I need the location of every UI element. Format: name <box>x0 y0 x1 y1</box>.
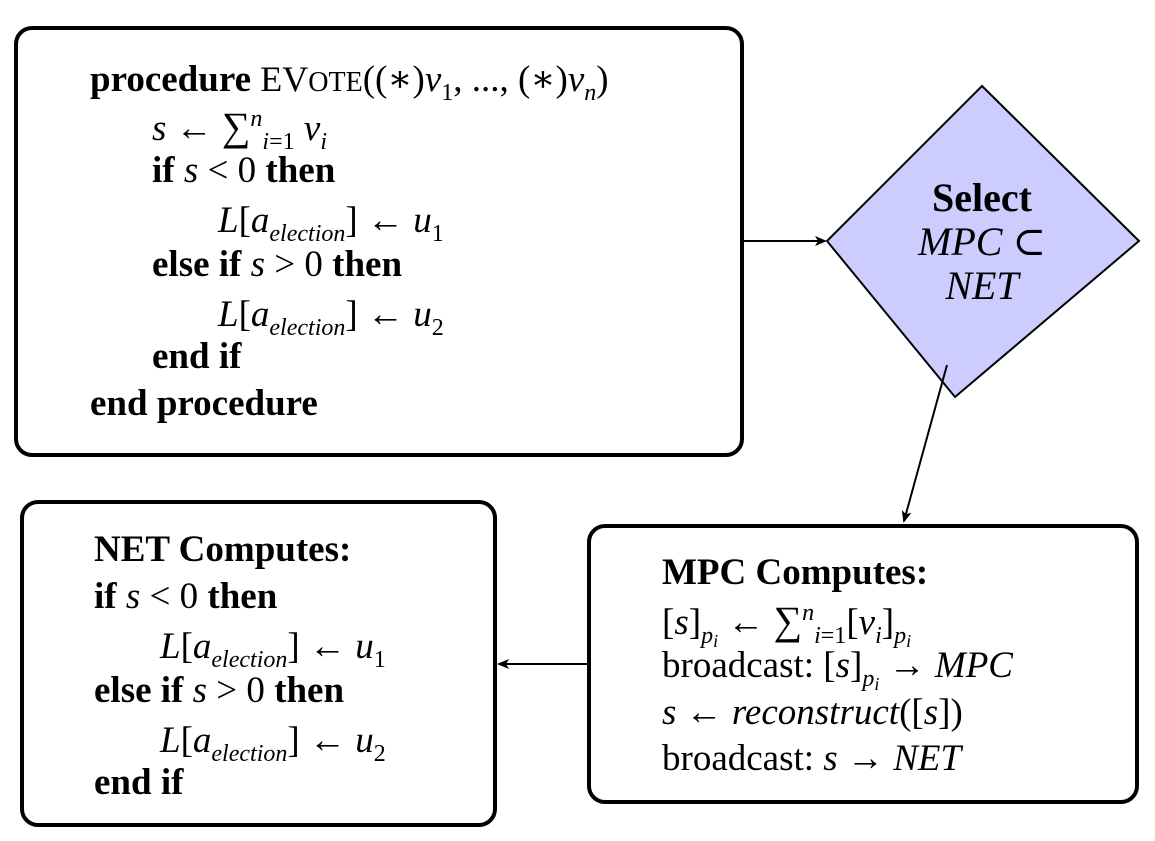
mpc-broadcast-label: broadcast: <box>662 645 815 686</box>
mpc-broadcast-share-line: broadcast: [s]pi → MPC <box>662 645 1013 694</box>
mpc-computes-box <box>587 524 1139 804</box>
procedure-name: EVOTE <box>260 59 363 99</box>
net-end-if: end if <box>94 762 184 803</box>
net-title: NET Computes: <box>94 529 352 570</box>
procedure-if-line: if s < 0 then <box>152 150 336 191</box>
select-label: Select MPC ⊂ NET <box>882 176 1082 308</box>
select-expr-line2: NET <box>945 263 1019 308</box>
mpc-broadcast-label-2: broadcast: <box>662 738 815 779</box>
mpc-reconstruct-line: s ← reconstruct([s]) <box>662 692 963 733</box>
net-elseif-line: else if s > 0 then <box>94 670 345 711</box>
procedure-assign-u2: L[aelection] ← u2 <box>218 294 444 341</box>
procedure-header: procedure EVOTE((∗)v1, ..., (∗)vn) <box>90 59 609 106</box>
select-expr-line1: MPC ⊂ <box>918 219 1046 264</box>
procedure-end-if: end if <box>152 336 242 377</box>
net-if-line: if s < 0 then <box>94 576 278 617</box>
procedure-elseif-line: else if s > 0 then <box>152 244 403 285</box>
net-assign-u2: L[aelection] ← u2 <box>160 720 386 767</box>
mpc-share-sum-line: [s]pi ← ∑ni=1[vi]pi <box>662 598 912 651</box>
net-assign-u1: L[aelection] ← u1 <box>160 626 386 673</box>
arrow-select-to-mpc <box>901 364 948 523</box>
procedure-assign-u1: L[aelection] ← u1 <box>218 200 444 247</box>
net-computes-box <box>20 500 497 827</box>
procedure-keyword: procedure <box>90 59 252 100</box>
procedure-sum-line: s ← ∑ni=1 vi <box>152 104 327 155</box>
mpc-title: MPC Computes: <box>662 552 929 593</box>
mpc-broadcast-result-line: broadcast: s → NET <box>662 738 962 779</box>
procedure-box <box>14 26 744 457</box>
select-title: Select <box>932 175 1032 220</box>
procedure-end-procedure: end procedure <box>90 383 318 424</box>
